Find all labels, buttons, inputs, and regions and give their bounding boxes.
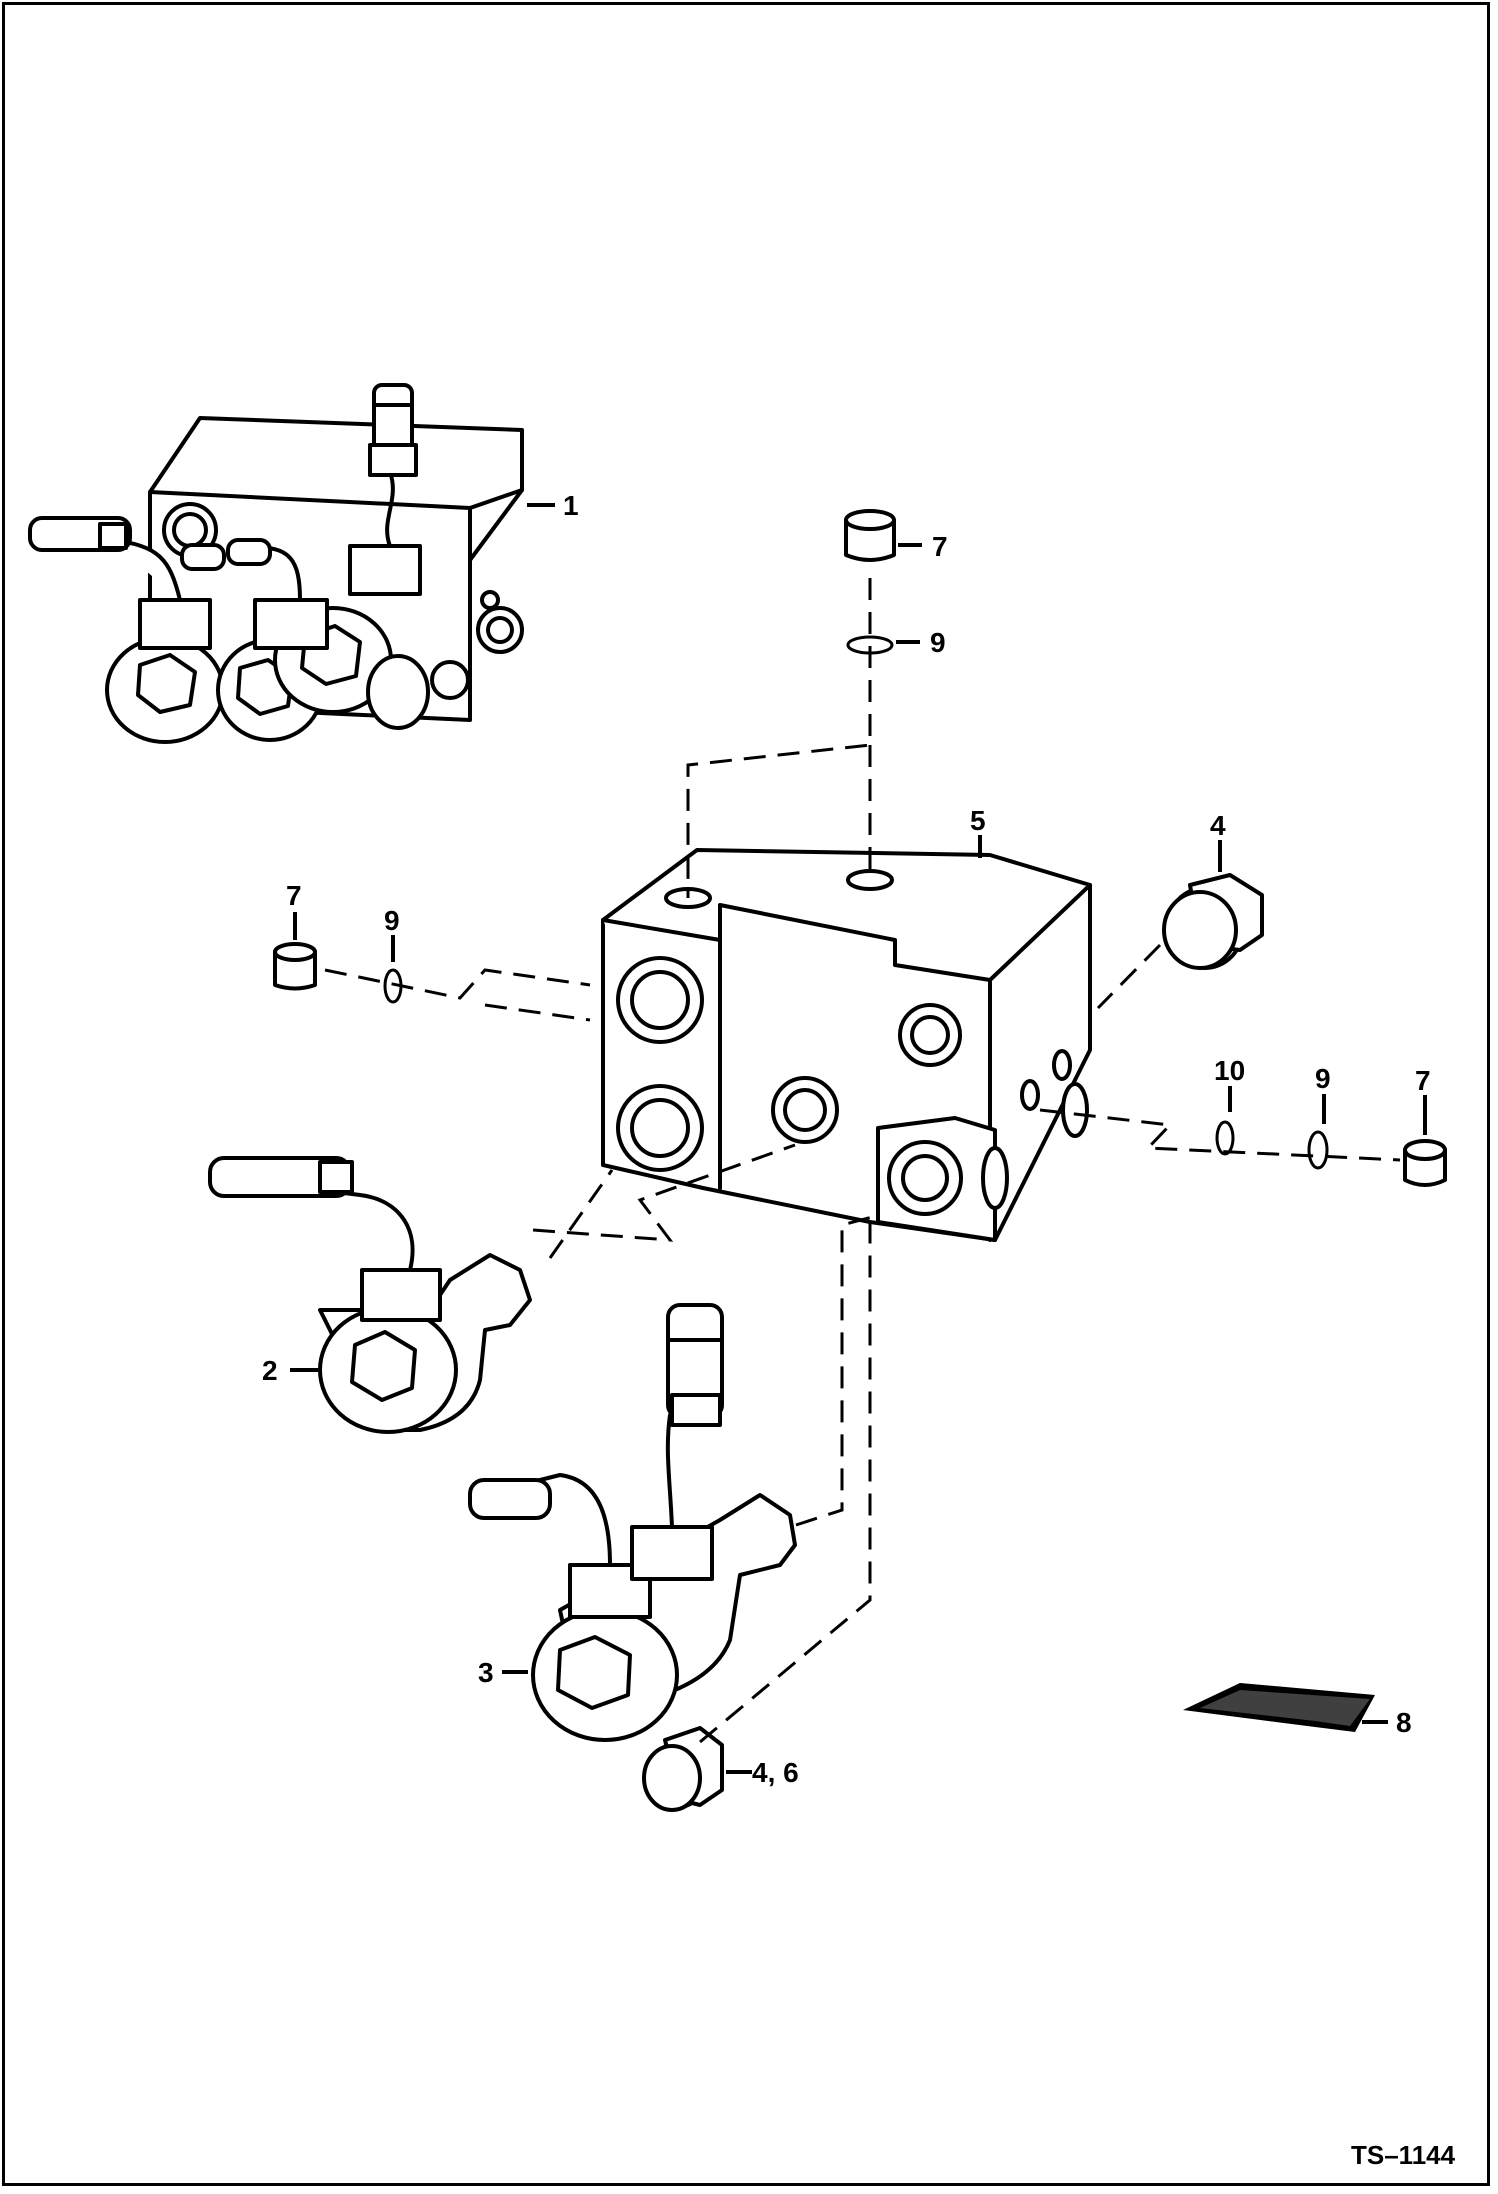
alignment-line-4: [1096, 943, 1162, 1010]
part-7-plug-top: [844, 509, 896, 562]
part-7-plug-right: [1403, 1139, 1447, 1187]
part-10-oring: [1215, 1120, 1235, 1156]
alignment-line-4-6: [699, 1220, 872, 1744]
callout-7-left: 7: [286, 880, 302, 911]
part-5-manifold-block: [601, 848, 1092, 1242]
callout-4-6: 4, 6: [752, 1757, 799, 1788]
part-7-plug-left: [273, 942, 317, 991]
callout-7-top: 7: [932, 531, 948, 562]
part-3-double-solenoid-valve: [468, 1303, 797, 1742]
alignment-line-3: [795, 1213, 881, 1527]
callout-5: 5: [970, 805, 986, 836]
part-1-valve-assembly: [28, 383, 524, 744]
callout-8: 8: [1396, 1707, 1412, 1738]
callout-1: 1: [563, 490, 579, 521]
figure-reference: TS–1144: [1351, 2140, 1456, 2170]
alignment-line-top: [686, 578, 872, 898]
callout-2: 2: [262, 1355, 278, 1386]
callout-9-top: 9: [930, 627, 946, 658]
part-4-plug-right: [1162, 873, 1264, 970]
alignment-line-left-1: [324, 968, 591, 1000]
callout-3: 3: [478, 1657, 494, 1688]
callout-4: 4: [1210, 810, 1226, 841]
alignment-line-2: [532, 1143, 796, 1242]
callout-9-right: 9: [1315, 1063, 1331, 1094]
part-2-solenoid-valve: [208, 1156, 532, 1434]
alignment-line-right: [1039, 1108, 1401, 1162]
part-9-oring-right: [1307, 1130, 1329, 1170]
alignment-line-left-2: [484, 1003, 591, 1022]
part-4-6-plug-bottom: [642, 1726, 724, 1812]
callout-9-left: 9: [384, 905, 400, 936]
callout-10: 10: [1214, 1055, 1245, 1086]
part-8-decal: [1183, 1683, 1375, 1732]
alignment-line-2b: [548, 1169, 614, 1259]
callout-7-right: 7: [1415, 1065, 1431, 1096]
